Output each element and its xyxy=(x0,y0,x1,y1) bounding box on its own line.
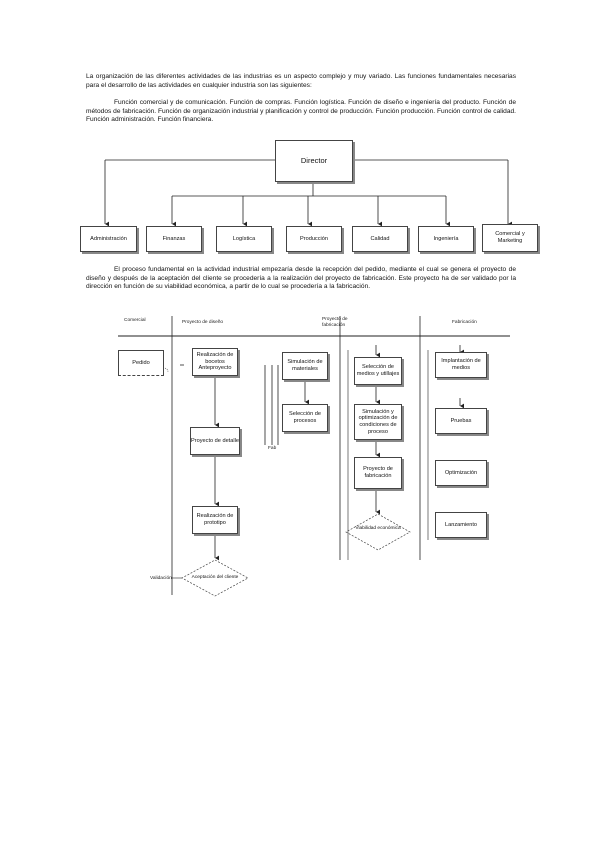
dept-calidad: Calidad xyxy=(352,226,408,252)
col-header-diseno: Proyecto de diseño xyxy=(182,320,224,325)
fab-step-procesos: Selección de procesos xyxy=(282,404,328,432)
fab-side-label: Fab xyxy=(268,446,277,451)
fab-step-materiales: Simulación de materiales xyxy=(282,352,328,380)
col-header-comercial: Comercial xyxy=(124,318,146,323)
dept-ingenieria: Ingeniería xyxy=(418,226,474,252)
dept-administracion: Administración xyxy=(80,226,137,252)
intro-paragraph: La organización de las diferentes activi… xyxy=(86,73,516,89)
fab-step-simulacion: Simulación y optimización de condiciones… xyxy=(354,404,402,440)
dept-logistica: Logística xyxy=(216,226,272,252)
functions-paragraph: Función comercial y de comunicación. Fun… xyxy=(86,99,516,124)
process-paragraph: El proceso fundamental en la actividad i… xyxy=(86,266,516,291)
fab-step-proyecto: Proyecto de fabricación xyxy=(354,457,402,489)
fab-optimizacion: Optimización xyxy=(435,460,487,486)
dept-finanzas: Finanzas xyxy=(146,226,202,252)
diseno-step-prototipo: Realización de prototipo xyxy=(192,506,238,534)
pedido-box: Pedido xyxy=(118,350,164,376)
fab-pruebas: Pruebas xyxy=(435,408,487,434)
dept-comercial-marketing: Comercial y Marketing xyxy=(482,224,538,252)
col-header-proyecto-fabricacion: Proyecto de fabricación xyxy=(322,317,348,328)
col-header-fabricacion: Fabricación xyxy=(452,320,477,325)
fab-lanzamiento: Lanzamiento xyxy=(435,512,487,538)
fab-implantacion: Implantación de medios xyxy=(435,352,487,378)
fab-decision-viabilidad: Viabilidad económica xyxy=(355,526,401,531)
director-box: Director xyxy=(275,140,353,182)
validacion-label: Validación xyxy=(150,576,172,581)
diseno-step-bocetos: Realización de bocetos Anteproyecto xyxy=(192,348,238,376)
diseno-decision-aceptacion: Aceptación del cliente xyxy=(191,575,239,580)
dept-produccion: Producción xyxy=(286,226,342,252)
diseno-step-detalle: Proyecto de detalle xyxy=(190,427,240,455)
fab-step-medios: Selección de medios y utillajes xyxy=(354,357,402,385)
